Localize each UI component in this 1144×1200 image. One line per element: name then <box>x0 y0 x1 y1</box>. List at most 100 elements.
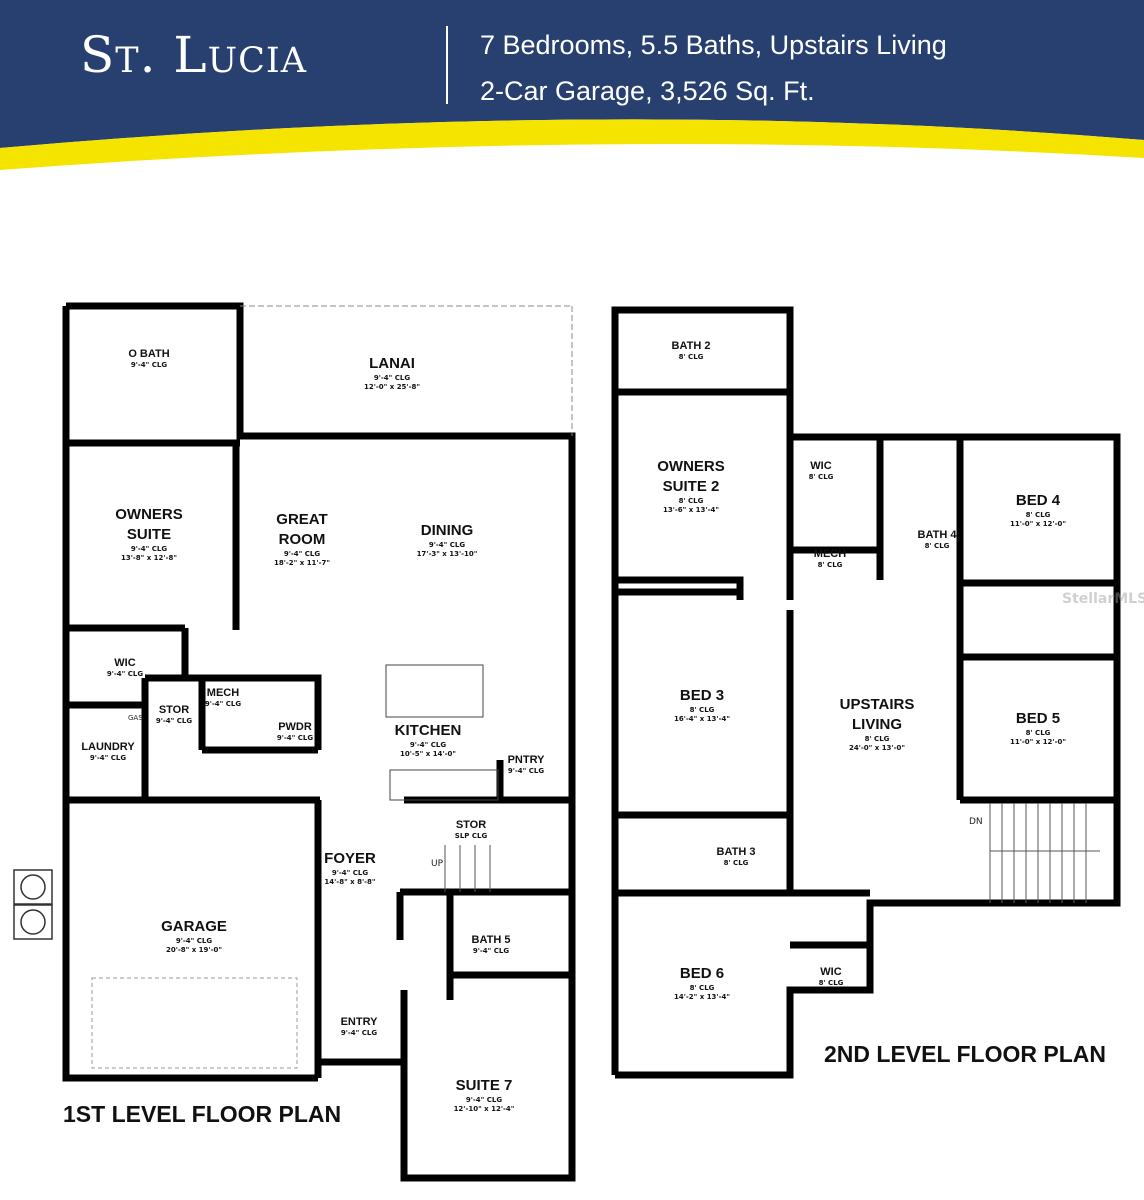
room-clg: 8' CLG <box>818 979 844 987</box>
room-name: LAUNDRY <box>81 741 135 753</box>
plan-garage-sqft: 2-Car Garage, 3,526 Sq. Ft. <box>480 76 815 106</box>
room-clg: 9'-4" CLG <box>373 374 411 382</box>
room-name: GARAGE <box>161 918 227 935</box>
room-name: BED 6 <box>679 965 725 982</box>
room-dims: 20'-8" x 19'-0" <box>165 946 222 954</box>
room-name: MECH <box>206 687 240 699</box>
second-level-stairs <box>989 803 1100 903</box>
room-name: OWNERS <box>115 506 183 523</box>
garage-door <box>91 977 298 1069</box>
room-clg: 9'-4" CLG <box>276 734 314 742</box>
room-clg: 9'-4" CLG <box>130 545 168 553</box>
room-name: PWDR <box>278 721 312 733</box>
room-dims: 18'-2" x 11'-7" <box>273 559 331 567</box>
room-name: WIC <box>810 460 832 472</box>
room-name: STOR <box>455 819 487 831</box>
room-clg: 9'-4" CLG <box>106 670 144 678</box>
room-name: OWNERS <box>657 458 725 475</box>
room-clg: 8' CLG <box>1025 729 1051 737</box>
room-name: BATH 4 <box>917 529 957 541</box>
room-name: WIC <box>820 966 842 978</box>
room-clg: 9'-4" CLG <box>283 550 321 558</box>
room-clg: 9'-4" CLG <box>472 947 510 955</box>
plan-title: St. Lucia <box>80 26 307 84</box>
room-clg: 9'-4" CLG <box>155 717 193 725</box>
room-clg: 8' CLG <box>689 984 715 992</box>
room-dims: 14'-8" x 8'-8" <box>324 878 376 886</box>
kitchen-island <box>385 664 499 801</box>
room-name: PNTRY <box>507 754 545 766</box>
room-name: SUITE 7 <box>455 1077 513 1094</box>
room-dims: 11'-0" x 12'-0" <box>1009 738 1067 746</box>
room-dims: 12'-0" x 25'-8" <box>363 383 421 391</box>
room-name: BED 4 <box>1015 492 1061 509</box>
gas-label: GAS <box>128 714 143 722</box>
room-name: BED 5 <box>1015 710 1061 727</box>
second-level-walls <box>611 306 1121 1079</box>
plan-features: 7 Bedrooms, 5.5 Baths, Upstairs Living <box>480 30 947 60</box>
room-name: WIC <box>114 657 136 669</box>
header-banner <box>0 0 1144 180</box>
room-name: O BATH <box>128 348 170 360</box>
room-clg: 8' CLG <box>864 735 890 743</box>
room-dims: 13'-8" x 12'-8" <box>120 554 177 562</box>
room-clg: 8' CLG <box>689 706 715 714</box>
room-name: SUITE 2 <box>662 478 720 495</box>
watermark: StellarMLS <box>1062 591 1144 607</box>
room-name: ENTRY <box>340 1016 378 1028</box>
room-name: DINING <box>420 522 474 539</box>
room-name: GREAT <box>276 511 328 528</box>
stairs-up-label: UP <box>431 859 444 869</box>
room-dims: 17'-3" x 13'-10" <box>416 550 478 558</box>
room-name: BATH 3 <box>716 846 756 858</box>
room-clg: 9'-4" CLG <box>89 754 127 762</box>
room-name: ROOM <box>278 531 326 548</box>
room-clg: SLP CLG <box>454 832 488 840</box>
second-level-caption: 2ND LEVEL FLOOR PLAN <box>824 1041 1106 1067</box>
room-name: STOR <box>158 704 190 716</box>
room-dims: 24'-0" x 13'-0" <box>848 744 906 752</box>
room-name: SUITE <box>126 526 172 543</box>
room-name: MECH <box>813 548 847 560</box>
first-level-caption: 1ST LEVEL FLOOR PLAN <box>63 1101 342 1127</box>
room-clg: 9'-4" CLG <box>130 361 168 369</box>
room-clg: 8' CLG <box>678 353 704 361</box>
room-clg: 9'-4" CLG <box>507 767 545 775</box>
room-clg: 9'-4" CLG <box>465 1096 503 1104</box>
room-dims: 16'-4" x 13'-4" <box>673 715 731 723</box>
room-name: UPSTAIRS <box>839 696 915 713</box>
room-clg: 9'-4" CLG <box>331 869 369 877</box>
room-clg: 8' CLG <box>678 497 704 505</box>
room-name: KITCHEN <box>394 722 462 739</box>
room-name: BATH 5 <box>471 934 511 946</box>
room-clg: 9'-4" CLG <box>340 1029 378 1037</box>
room-clg: 8' CLG <box>1025 511 1051 519</box>
room-name: BED 3 <box>679 687 725 704</box>
